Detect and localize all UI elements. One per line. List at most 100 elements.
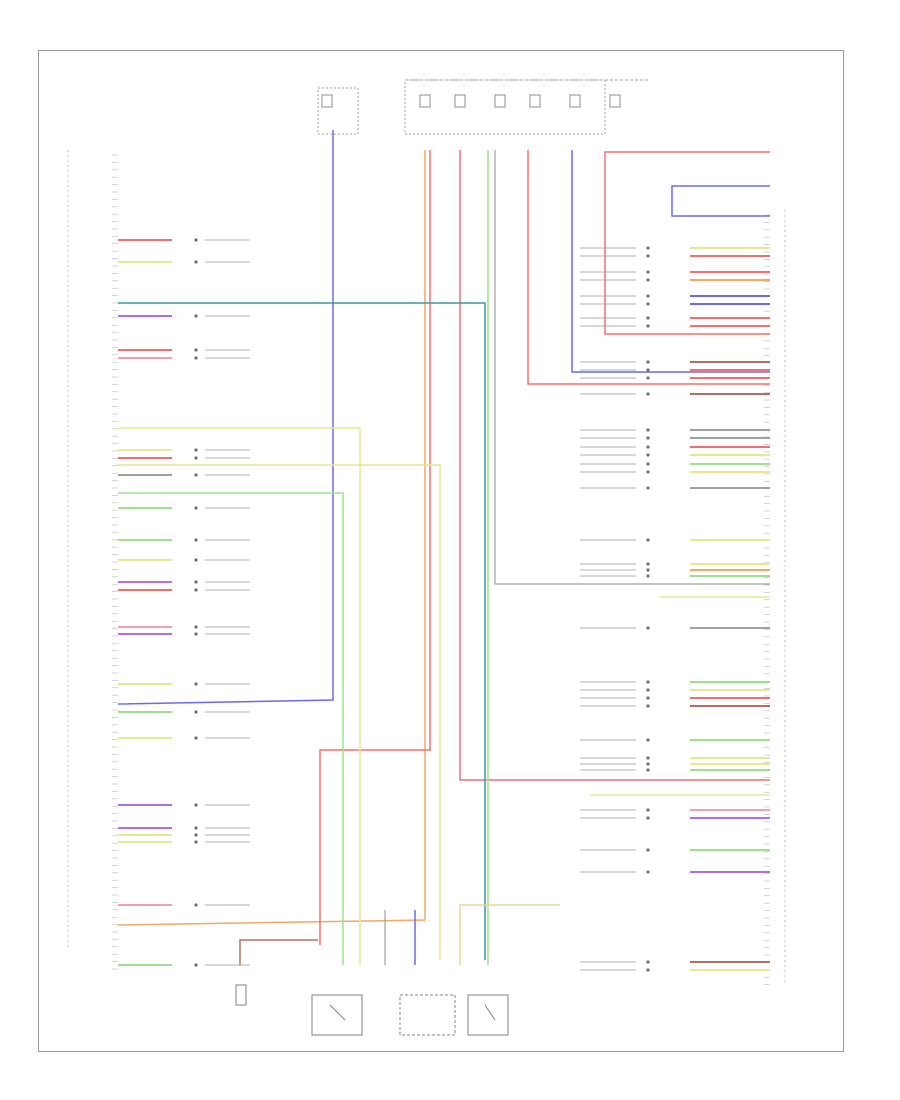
right-wire-terminal xyxy=(646,768,650,772)
fuse-box-left xyxy=(317,87,359,135)
right-wire-terminal xyxy=(646,816,650,820)
wire-yellow-2 xyxy=(118,464,441,960)
left-wire-terminal xyxy=(194,625,198,629)
fuse-6 xyxy=(569,94,581,108)
right-wire-terminal xyxy=(646,808,650,812)
bottom-components xyxy=(235,984,509,1036)
right-wire-terminal xyxy=(646,756,650,760)
right-wire-terminal xyxy=(646,470,650,474)
right-wire-terminal xyxy=(646,453,650,457)
switch-contact-2 xyxy=(484,1004,496,1021)
left-wire-terminal xyxy=(194,840,198,844)
left-wire-terminal xyxy=(194,506,198,510)
right-wire-terminal xyxy=(646,960,650,964)
switch-right xyxy=(467,994,509,1036)
right-wire-terminal xyxy=(646,762,650,766)
fuse-2 xyxy=(419,94,431,108)
left-wire-terminal xyxy=(194,682,198,686)
wire-blue-top xyxy=(671,185,770,217)
left-connector-pins xyxy=(112,154,118,970)
left-wire-terminal xyxy=(194,833,198,837)
right-wire-terminal xyxy=(646,436,650,440)
right-wire-terminal xyxy=(646,324,650,328)
left-wire-terminal xyxy=(194,538,198,542)
left-wire-terminal xyxy=(194,238,198,242)
wire-brown xyxy=(239,939,318,965)
right-wire-terminal xyxy=(646,278,650,282)
left-wire-terminal xyxy=(194,260,198,264)
wire-yellow-3 xyxy=(459,904,560,965)
fuse-5 xyxy=(529,94,541,108)
left-wire-terminal xyxy=(194,710,198,714)
main-wires xyxy=(117,130,770,965)
wire-blue-vertical xyxy=(117,130,334,705)
fuse-1 xyxy=(321,94,333,108)
left-wire-stubs xyxy=(118,238,250,967)
right-wire-terminal xyxy=(646,294,650,298)
right-wire-terminal xyxy=(646,254,650,258)
left-wire-terminal xyxy=(194,473,198,477)
wire-red-right xyxy=(527,150,770,385)
left-wire-terminal xyxy=(194,448,198,452)
left-wire-terminal xyxy=(194,558,198,562)
left-wire-terminal xyxy=(194,580,198,584)
right-wire-terminal xyxy=(646,738,650,742)
right-wire-terminal xyxy=(646,246,650,250)
wire-red xyxy=(459,150,770,781)
wire-orange xyxy=(117,150,426,926)
left-wire-terminal xyxy=(194,632,198,636)
right-connector-pins xyxy=(764,214,770,985)
left-wire-terminal xyxy=(194,826,198,830)
wire-green-2 xyxy=(118,492,344,965)
right-wire-terminal xyxy=(646,562,650,566)
wire-blue-right xyxy=(571,150,770,373)
right-wire-terminal xyxy=(646,688,650,692)
right-wire-terminal xyxy=(646,392,650,396)
switch-left xyxy=(311,994,363,1036)
right-wire-terminal xyxy=(646,538,650,542)
left-wire-terminal xyxy=(194,356,198,360)
fuse-3 xyxy=(454,94,466,108)
right-wire-terminal xyxy=(646,302,650,306)
diagram-frame xyxy=(38,50,844,1052)
fuse-7 xyxy=(609,94,621,108)
right-wire-terminal xyxy=(646,848,650,852)
left-wire-terminal xyxy=(194,348,198,352)
right-wire-terminal xyxy=(646,428,650,432)
wire-red-top xyxy=(604,151,770,335)
left-wire-terminal xyxy=(194,588,198,592)
left-wire-terminal xyxy=(194,314,198,318)
right-wire-terminal xyxy=(646,626,650,630)
wire-yellow-1 xyxy=(118,427,361,965)
right-wire-terminal xyxy=(646,316,650,320)
right-wire-terminal xyxy=(646,696,650,700)
right-wire-terminal xyxy=(646,376,650,380)
fuse-4 xyxy=(494,94,506,108)
right-wire-terminal xyxy=(646,360,650,364)
wire-red-2 xyxy=(319,150,431,945)
right-wire-terminal xyxy=(646,270,650,274)
wire-teal xyxy=(118,302,486,960)
right-wire-terminal xyxy=(646,568,650,572)
left-wire-terminal xyxy=(194,803,198,807)
right-wire-terminal xyxy=(646,486,650,490)
right-wire-terminal xyxy=(646,968,650,972)
switch-center xyxy=(399,994,456,1036)
right-wire-terminal xyxy=(646,574,650,578)
bottom-left-switch xyxy=(235,984,247,1006)
right-wire-terminal xyxy=(646,680,650,684)
left-wire-terminal xyxy=(194,963,198,967)
right-wire-terminal xyxy=(646,870,650,874)
fuse-panel xyxy=(317,79,650,135)
wire-gray xyxy=(494,150,770,585)
right-wire-terminal xyxy=(646,368,650,372)
left-wire-terminal xyxy=(194,736,198,740)
right-wire-terminal xyxy=(646,462,650,466)
right-wire-stubs xyxy=(580,246,770,972)
left-wire-terminal xyxy=(194,903,198,907)
right-wire-terminal xyxy=(646,445,650,449)
left-wire-terminal xyxy=(194,456,198,460)
switch-contact-1 xyxy=(329,1004,346,1021)
right-wire-terminal xyxy=(646,704,650,708)
